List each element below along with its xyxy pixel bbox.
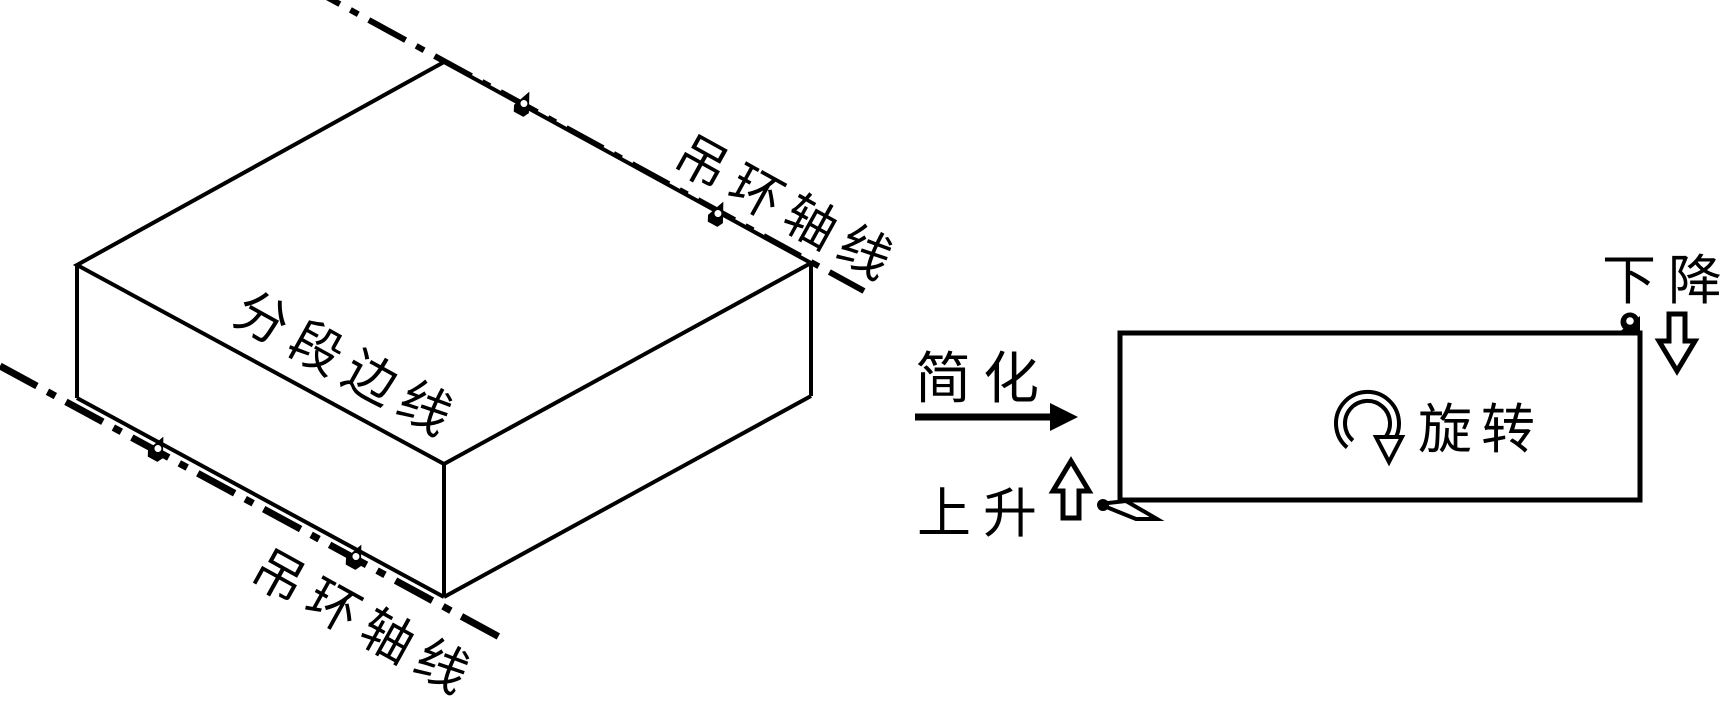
block-isometric-view: 吊环轴线 分段边线 吊环轴线 bbox=[0, 0, 909, 702]
simplify-arrow-icon bbox=[915, 403, 1078, 431]
lifting-lug-icon bbox=[1618, 312, 1640, 333]
simplified-side-view: 上升 下降 旋转 bbox=[917, 251, 1733, 544]
lifting-lug-icon bbox=[707, 201, 724, 227]
block-bottom-right-edge bbox=[443, 394, 812, 599]
bottom-lifting-axis-line bbox=[0, 362, 507, 644]
lower-arrow-icon bbox=[1654, 311, 1700, 376]
block-side-rectangle bbox=[1117, 330, 1643, 503]
lifting-lug-icon bbox=[147, 436, 164, 462]
block-bottom-left-edge bbox=[76, 396, 445, 599]
rise-arrow-icon bbox=[1048, 456, 1094, 521]
rise-label: 上升 bbox=[917, 484, 1049, 544]
lower-label: 下降 bbox=[1602, 251, 1733, 311]
simplify-transform: 简化 bbox=[915, 349, 1078, 431]
rotate-icon bbox=[1334, 390, 1406, 467]
simplify-label: 简化 bbox=[915, 349, 1051, 411]
lifting-lug-icon bbox=[345, 544, 362, 570]
lifting-lug-icon bbox=[1097, 498, 1165, 521]
lifting-lug-icon bbox=[513, 91, 530, 117]
rotate-label: 旋转 bbox=[1418, 400, 1544, 460]
